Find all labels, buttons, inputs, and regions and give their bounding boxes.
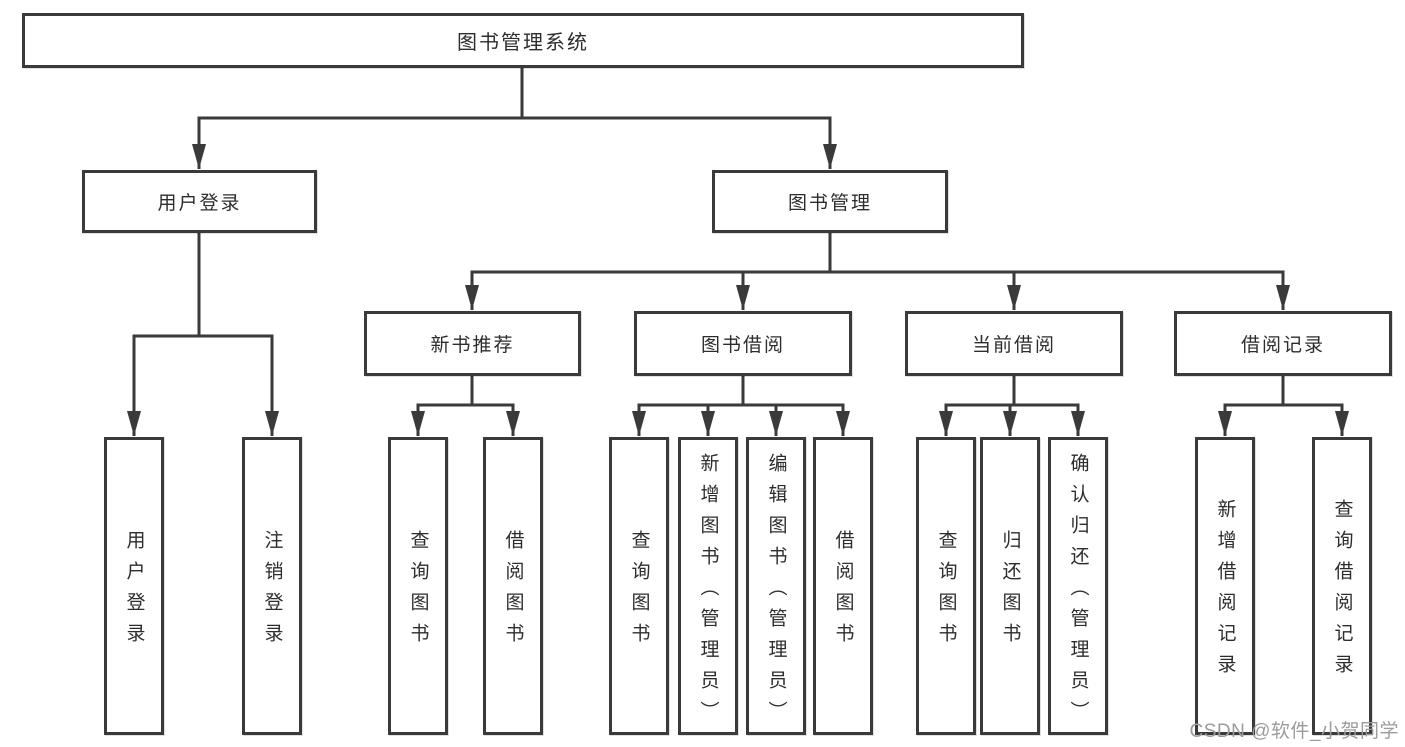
csdn-watermark: CSDN @软件_小贺同学 <box>1189 721 1399 742</box>
leaf-current-query-books-label: 查询图书 <box>935 530 957 654</box>
node-root-label: 图书管理系统 <box>457 32 589 54</box>
leaf-current-confirm-return-admin-label: 确认归还（管理员） <box>1067 452 1089 732</box>
leaf-borrow-edit-books-admin: 编辑图书（管理员） <box>746 437 806 735</box>
leaf-records-query-record-label: 查询借阅记录 <box>1331 499 1353 685</box>
leaf-recommend-borrow-books-label: 借阅图书 <box>502 530 524 654</box>
leaf-borrow-query-books: 查询图书 <box>609 437 669 735</box>
node-user-login: 用户登录 <box>82 170 317 233</box>
leaf-current-query-books: 查询图书 <box>916 437 976 735</box>
node-book-borrowing-label: 图书借阅 <box>700 335 785 356</box>
node-new-book-recommendation: 新书推荐 <box>364 311 581 376</box>
leaf-logout: 注销登录 <box>242 437 302 735</box>
leaf-records-add-record: 新增借阅记录 <box>1195 437 1255 735</box>
leaf-borrow-add-books-admin-label: 新增图书（管理员） <box>697 452 719 732</box>
leaf-recommend-borrow-books: 借阅图书 <box>483 437 543 735</box>
leaf-records-add-record-label: 新增借阅记录 <box>1214 499 1236 685</box>
leaf-borrow-add-books-admin: 新增图书（管理员） <box>678 437 738 735</box>
leaf-current-return-books: 归还图书 <box>980 437 1040 735</box>
leaf-recommend-query-books: 查询图书 <box>388 437 448 735</box>
leaf-borrow-edit-books-admin-label: 编辑图书（管理员） <box>765 452 787 732</box>
node-root: 图书管理系统 <box>22 13 1024 68</box>
leaf-records-query-record: 查询借阅记录 <box>1312 437 1372 735</box>
node-borrowing-records-label: 借阅记录 <box>1240 335 1325 356</box>
node-book-management-label: 图书管理 <box>787 193 872 214</box>
node-user-login-label: 用户登录 <box>157 193 242 214</box>
leaf-user-login: 用户登录 <box>104 437 164 735</box>
node-borrowing-records: 借阅记录 <box>1174 311 1392 376</box>
leaf-current-confirm-return-admin: 确认归还（管理员） <box>1048 437 1108 735</box>
leaf-borrow-borrow-books-label: 借阅图书 <box>832 530 854 654</box>
leaf-recommend-query-books-label: 查询图书 <box>407 530 429 654</box>
leaf-borrow-query-books-label: 查询图书 <box>628 530 650 654</box>
leaf-borrow-borrow-books: 借阅图书 <box>813 437 873 735</box>
node-book-borrowing: 图书借阅 <box>634 311 852 376</box>
node-current-borrowing: 当前借阅 <box>905 311 1123 376</box>
node-new-book-recommendation-label: 新书推荐 <box>430 335 515 356</box>
leaf-logout-label: 注销登录 <box>261 530 283 654</box>
leaf-user-login-label: 用户登录 <box>123 530 145 654</box>
leaf-current-return-books-label: 归还图书 <box>999 530 1021 654</box>
node-current-borrowing-label: 当前借阅 <box>971 335 1056 356</box>
node-book-management: 图书管理 <box>712 170 948 233</box>
